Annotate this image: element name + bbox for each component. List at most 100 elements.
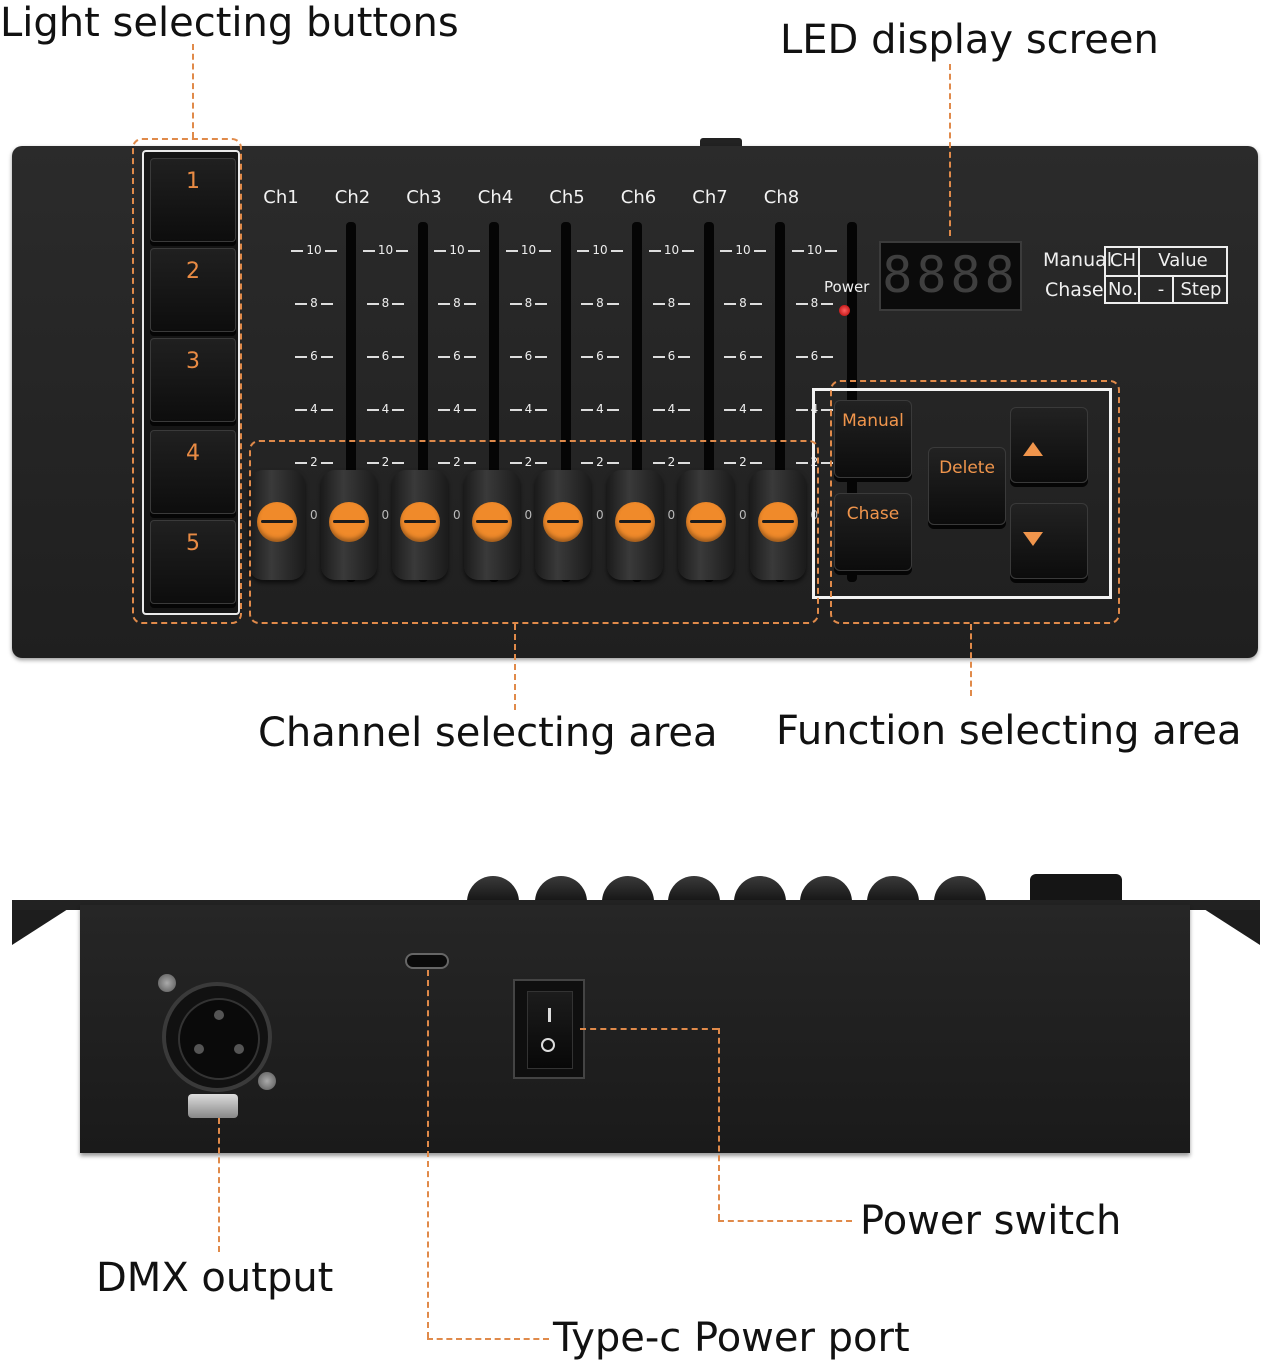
legend-divider-v2 [1172,275,1174,302]
type-c-port[interactable] [405,953,449,969]
power-switch-leader-h1 [580,1028,718,1030]
fader-knob-ch1[interactable] [249,470,305,580]
fader-scale-mark: 6 [644,349,700,363]
xlr-pin [194,1044,204,1054]
fader-knob-ch8[interactable] [749,470,806,580]
light-button-label: 1 [186,169,200,194]
fader-scale-mark: 6 [429,349,485,363]
callout-function-selecting-area: Function selecting area [776,708,1242,754]
chase-button[interactable]: Chase [834,493,912,571]
power-switch-leader-v [718,1028,720,1220]
channel-label-8: Ch8 [763,187,800,208]
fader-scale-mark: 10 [429,243,485,257]
fader-knob-ch4[interactable] [463,470,520,580]
fader-scale-mark: 6 [715,349,771,363]
arrow-down-icon [1023,532,1043,546]
light-button-column: 1 2 3 4 5 [142,150,240,615]
callout-led-display-screen: LED display screen [780,17,1159,63]
fader-scale-mark: 8 [358,296,414,310]
fader-scale-zero: 0 [381,508,390,522]
fader-track [560,222,571,582]
xlr-release-latch[interactable] [188,1094,238,1118]
fader-scale-zero: 0 [310,508,318,522]
function-area-outline [812,388,1112,599]
channel-label-4: Ch4 [477,187,514,208]
power-rocker-switch[interactable] [513,979,585,1079]
light-button-label: 5 [186,531,200,556]
fader-scale-mark: 10 [501,243,557,257]
light-button-5[interactable]: 5 [150,520,236,604]
fader-scale-mark: 10 [715,243,771,257]
up-button[interactable] [1010,407,1088,483]
channel-label-3: Ch3 [406,187,442,208]
light-buttons-highlight [132,138,242,624]
arrow-up-icon [1023,442,1043,456]
fader-track [775,222,785,582]
fader-scale-mark: 6 [787,349,843,363]
fader-knob-ch3[interactable] [392,470,448,580]
fader-knob-ch6[interactable] [606,470,663,580]
mode-legend-table: CH Value No. - Step [1104,246,1228,304]
fader-scale-mark: 8 [429,296,485,310]
fader-track [489,222,499,582]
fader-cap [400,502,440,542]
mode-label-manual: Manual [1043,249,1113,271]
light-button-label: 2 [186,259,200,284]
channel-area-leader [514,624,516,710]
fader-cap [328,502,369,542]
channel-label-7: Ch7 [692,187,728,208]
power-off-mark-icon [541,1038,555,1052]
fader-scale-mark: 4 [572,402,628,416]
panel-top-tab [700,138,742,148]
fader-cap [543,502,583,542]
fader-scale-mark: 4 [429,402,485,416]
fader-scale-mark: 10 [787,243,843,257]
fader-knob-ch5[interactable] [535,470,591,580]
led-display-screen: 8888 [879,241,1022,311]
fader-scale-mark: 6 [501,349,557,363]
fader-cap [686,502,726,542]
legend-divider-h [1106,275,1226,277]
fader-scale-mark: 10 [358,243,414,257]
fader-scale-mark: 8 [501,296,557,310]
light-button-4[interactable]: 4 [150,430,236,514]
manual-button[interactable]: Manual [834,400,912,478]
legend-no: No. [1108,279,1138,300]
fader-knob-ch7[interactable] [678,470,734,580]
type-c-leader-h [427,1338,549,1340]
fader-scale-mark: 4 [286,402,342,416]
fader-scale-mark: 8 [787,296,843,310]
light-button-3[interactable]: 3 [150,338,236,422]
delete-button[interactable]: Delete [928,447,1006,525]
fader-scale-mark: 8 [715,296,771,310]
fader-scale-mark: 10 [572,243,628,257]
channel-label-6: Ch6 [620,187,657,208]
legend-step: Step [1180,279,1222,300]
down-button[interactable] [1010,503,1088,579]
light-button-1[interactable]: 1 [150,158,236,242]
chase-button-label: Chase [846,504,900,524]
legend-value: Value [1158,250,1208,271]
fader-track [632,222,642,582]
screw-icon [158,974,176,992]
fader-track [417,222,428,582]
xlr-pin [234,1044,244,1054]
fader-scale-zero: 0 [596,508,604,522]
power-label: Power [824,278,870,296]
fader-track [346,222,356,582]
callout-type-c-power-port: Type-c Power port [553,1315,910,1361]
dmx-xlr-connector[interactable] [162,982,272,1092]
fader-knob-ch2[interactable] [320,470,377,580]
fader-scale-mark: 4 [644,402,700,416]
callout-dmx-output: DMX output [96,1255,334,1301]
fader-scale-mark: 2 [572,455,628,469]
fader-scale-zero: 0 [739,508,747,522]
legend-ch: CH [1109,250,1137,271]
xlr-pin [214,1010,224,1020]
fader-scale-mark: 10 [286,243,342,257]
channel-label-1: Ch1 [263,187,299,208]
channel-label-2: Ch2 [334,187,371,208]
type-c-leader-v [427,970,429,1338]
function-area-highlight [830,380,1120,624]
light-button-2[interactable]: 2 [150,248,236,332]
